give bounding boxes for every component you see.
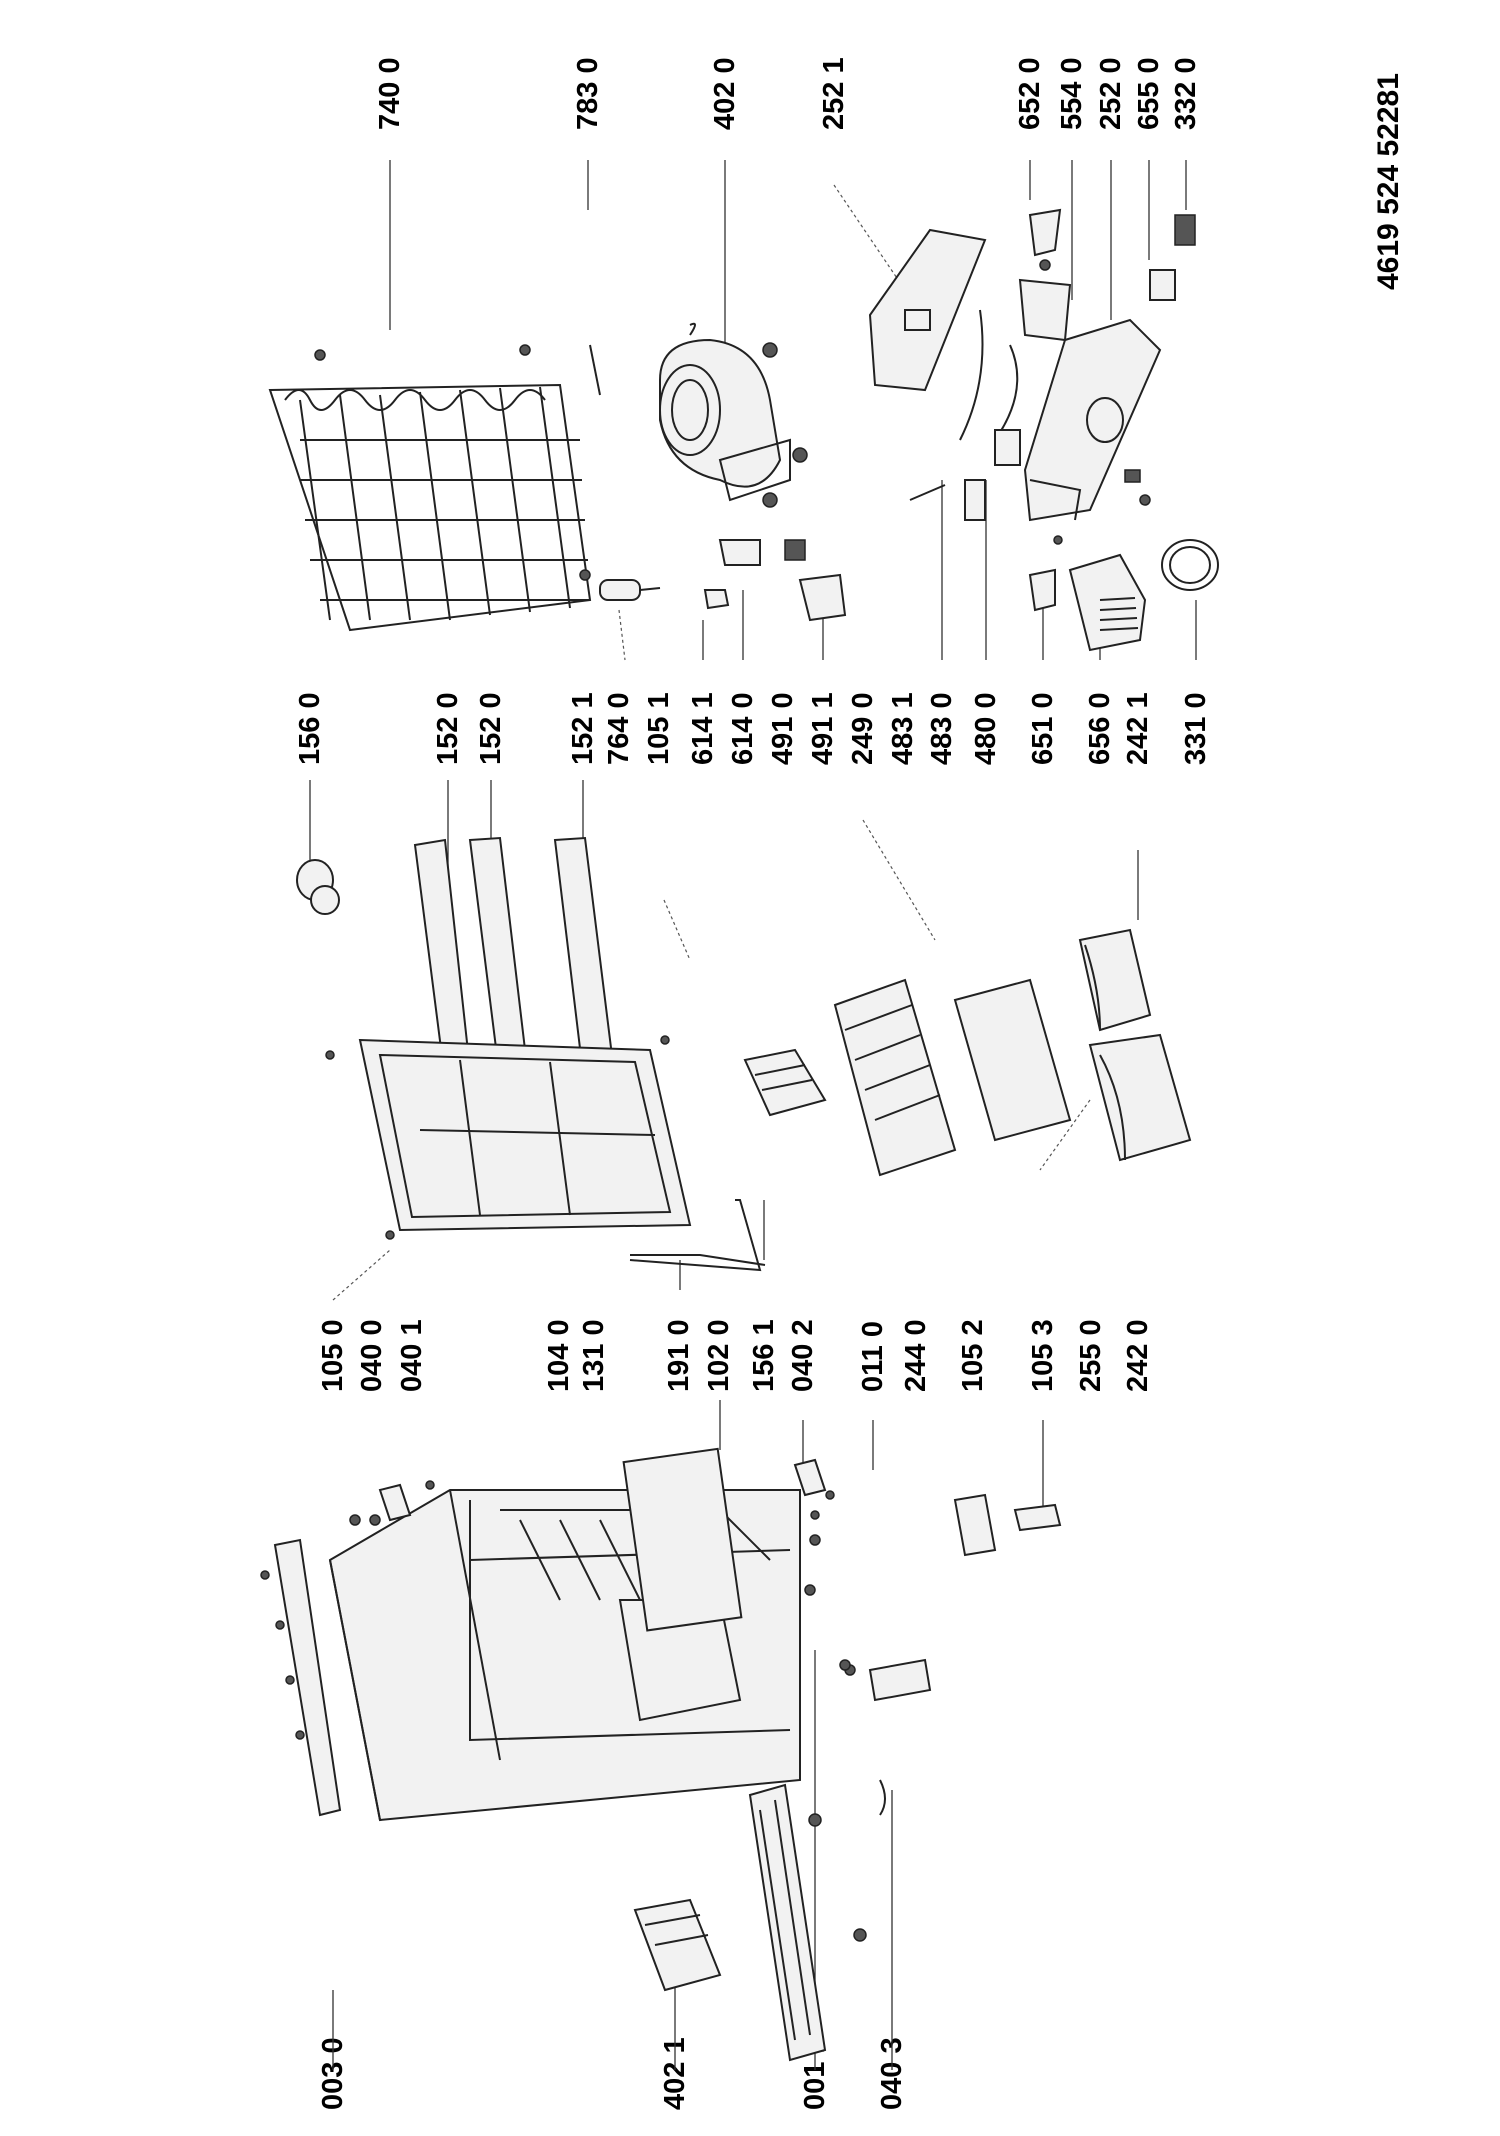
label-764-0: 764 0: [603, 692, 635, 765]
label-191-0: 191 0: [663, 1319, 695, 1392]
thermostat-wiring: [909, 309, 1021, 521]
door-assembly: [325, 1035, 692, 1240]
condenser-screws: [314, 344, 591, 581]
lamp-bulb: [1028, 535, 1063, 612]
top-strip: [260, 1538, 342, 1817]
label-332-0: 332 0: [1170, 57, 1202, 130]
label-249-0: 249 0: [847, 692, 879, 765]
compressor-base-tray: [633, 1898, 722, 1992]
base-rail: [748, 1783, 867, 2062]
lamp-assembly: [1018, 208, 1072, 342]
condenser-coil: [268, 383, 592, 632]
label-040-1: 040 1: [396, 1319, 428, 1392]
top-hinge: [349, 1480, 435, 1526]
label-656-0: 656 0: [1084, 692, 1116, 765]
label-040-0: 040 0: [356, 1319, 388, 1392]
label-105-0: 105 0: [317, 1319, 349, 1392]
bottom-hinge-pin: [879, 1779, 886, 1816]
wire-shelf: [833, 978, 957, 1177]
cabinet-body: [328, 1447, 801, 1822]
label-480-0: 480 0: [970, 692, 1002, 765]
label-152-0-a: 152 0: [432, 692, 464, 765]
label-252-1: 252 1: [818, 57, 850, 130]
label-252-0: 252 0: [1095, 57, 1127, 130]
bracket-105-3: [1013, 1503, 1062, 1532]
label-156-1: 156 1: [748, 1319, 780, 1392]
label-483-1: 483 1: [887, 692, 919, 765]
crisper-drawer-2: [1088, 1033, 1192, 1162]
label-331-0: 331 0: [1180, 692, 1212, 765]
door-gasket: [629, 1199, 766, 1272]
crisper-drawer-1: [1078, 928, 1152, 1032]
bracket-105-2: [953, 1493, 997, 1557]
label-242-0: 242 0: [1122, 1319, 1154, 1392]
label-011-0: 011 0: [857, 1321, 889, 1392]
capillary-tube: [589, 344, 601, 396]
thermostat-housing: [1023, 318, 1162, 522]
label-655-0: 655 0: [1133, 57, 1165, 130]
screws-011-0: [804, 1534, 851, 1671]
glass-shelf: [953, 978, 1072, 1142]
bottom-hinge: [844, 1658, 932, 1702]
label-783-0: 783 0: [572, 57, 604, 130]
label-652-0: 652 0: [1014, 57, 1046, 130]
label-255-0: 255 0: [1075, 1319, 1107, 1392]
switch-parts: [1149, 214, 1196, 301]
sealing-ring: [1161, 539, 1219, 591]
label-040-2: 040 2: [787, 1319, 819, 1392]
label-740-0: 740 0: [374, 57, 406, 130]
label-105-3: 105 3: [1027, 1319, 1059, 1392]
control-panel: [868, 228, 987, 392]
egg-tray: [743, 1048, 827, 1117]
label-614-1: 614 1: [687, 692, 719, 765]
lamp-cover: [1068, 553, 1147, 652]
label-152-0-b: 152 0: [475, 692, 507, 765]
label-491-0: 491 0: [767, 692, 799, 765]
compressor: [659, 322, 808, 508]
label-102-0: 102 0: [703, 1319, 735, 1392]
label-244-0: 244 0: [900, 1319, 932, 1392]
label-156-0: 156 0: [294, 692, 326, 765]
label-105-2: 105 2: [957, 1319, 989, 1392]
filter-drier: [599, 579, 661, 601]
ice-tray-knob: [296, 859, 340, 915]
label-554-0: 554 0: [1056, 57, 1088, 130]
label-402-0: 402 0: [709, 57, 741, 130]
label-242-1: 242 1: [1122, 692, 1154, 765]
label-491-1: 491 1: [807, 692, 839, 765]
label-131-0: 131 0: [578, 1319, 610, 1392]
label-152-1: 152 1: [567, 692, 599, 765]
label-483-0: 483 0: [926, 692, 958, 765]
label-105-1: 105 1: [643, 692, 675, 765]
document-number: 4619 524 52281: [1372, 73, 1405, 290]
label-651-0: 651 0: [1027, 692, 1059, 765]
label-614-0: 614 0: [727, 692, 759, 765]
label-104-0: 104 0: [543, 1319, 575, 1392]
relay-components: [703, 539, 847, 622]
middle-hinge: [793, 1458, 835, 1520]
